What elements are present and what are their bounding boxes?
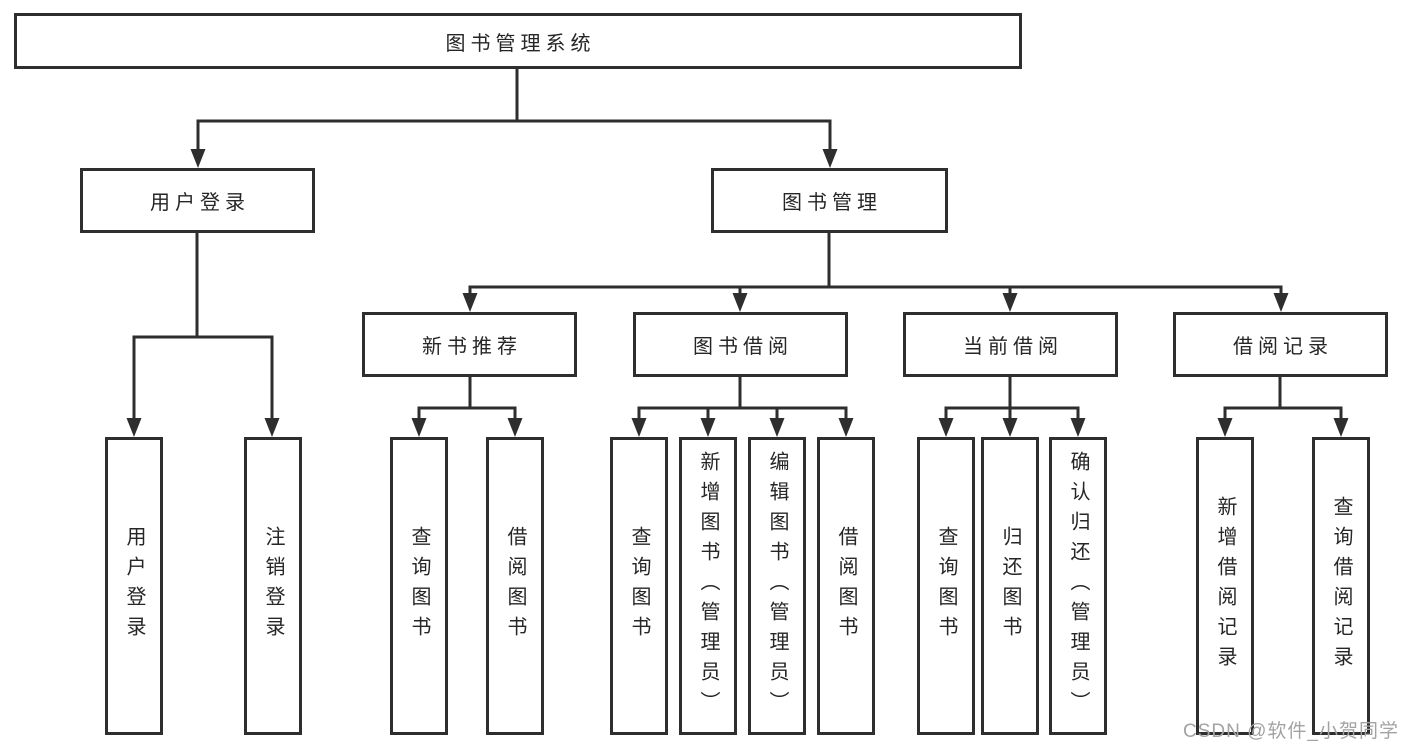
node-label: 图书管理 bbox=[782, 192, 882, 214]
edge-borrowrecords-to-leaves bbox=[1223, 375, 1343, 420]
node-book-management-branch: 图书管理 bbox=[711, 168, 948, 233]
edge-userlogin-to-leaves bbox=[132, 231, 274, 420]
leaf-query-books: 查询图书 bbox=[917, 437, 975, 735]
node-label: 注销登录 bbox=[262, 526, 284, 646]
leaf-query-books: 查询图书 bbox=[390, 437, 448, 735]
node-label: 用户登录 bbox=[123, 526, 145, 646]
node-label: 新书推荐 bbox=[422, 336, 522, 358]
leaf-borrow-books: 借阅图书 bbox=[486, 437, 544, 735]
leaf-edit-books-admin: 编辑图书（管理员） bbox=[748, 437, 806, 735]
edge-currentborrow-to-leaves bbox=[944, 375, 1080, 420]
node-label: 借阅图书 bbox=[835, 526, 857, 646]
node-label: 编辑图书（管理员） bbox=[766, 451, 788, 721]
edge-root-to-level2 bbox=[196, 67, 832, 151]
leaf-return-books: 归还图书 bbox=[981, 437, 1039, 735]
leaf-add-borrow-record: 新增借阅记录 bbox=[1196, 437, 1254, 735]
node-borrowing-records: 借阅记录 bbox=[1173, 312, 1388, 377]
edge-newbookrec-to-leaves bbox=[417, 375, 517, 420]
node-label: 新增借阅记录 bbox=[1214, 496, 1236, 676]
edge-bookborrow-to-leaves bbox=[637, 375, 848, 420]
leaf-add-books-admin: 新增图书（管理员） bbox=[679, 437, 737, 735]
node-label: 新增图书（管理员） bbox=[697, 451, 719, 721]
node-user-login-branch: 用户登录 bbox=[80, 168, 315, 233]
node-label: 确认归还（管理员） bbox=[1067, 451, 1089, 721]
node-label: 图书借阅 bbox=[693, 336, 793, 358]
leaf-user-login: 用户登录 bbox=[105, 437, 163, 735]
node-label: 借阅记录 bbox=[1233, 336, 1333, 358]
node-current-borrowing: 当前借阅 bbox=[903, 312, 1118, 377]
node-label: 归还图书 bbox=[999, 526, 1021, 646]
csdn-watermark: CSDN @软件_小贺同学 bbox=[1183, 721, 1399, 742]
leaf-query-borrow-record: 查询借阅记录 bbox=[1312, 437, 1370, 735]
node-label: 图书管理系统 bbox=[445, 32, 596, 55]
leaf-confirm-return-admin: 确认归还（管理员） bbox=[1049, 437, 1107, 735]
node-book-borrowing: 图书借阅 bbox=[633, 312, 848, 377]
node-label: 当前借阅 bbox=[963, 336, 1063, 358]
node-new-book-recommend: 新书推荐 bbox=[362, 312, 577, 377]
node-label: 查询图书 bbox=[628, 526, 650, 646]
node-library-management-system: 图书管理系统 bbox=[14, 13, 1022, 69]
node-label: 借阅图书 bbox=[504, 526, 526, 646]
node-label: 查询借阅记录 bbox=[1330, 496, 1352, 676]
node-label: 用户登录 bbox=[150, 192, 250, 214]
leaf-query-books: 查询图书 bbox=[610, 437, 668, 735]
node-label: 查询图书 bbox=[935, 526, 957, 646]
edge-bookmgmt-to-level3 bbox=[468, 231, 1283, 295]
leaf-borrow-books: 借阅图书 bbox=[817, 437, 875, 735]
leaf-logout: 注销登录 bbox=[244, 437, 302, 735]
node-label: 查询图书 bbox=[408, 526, 430, 646]
